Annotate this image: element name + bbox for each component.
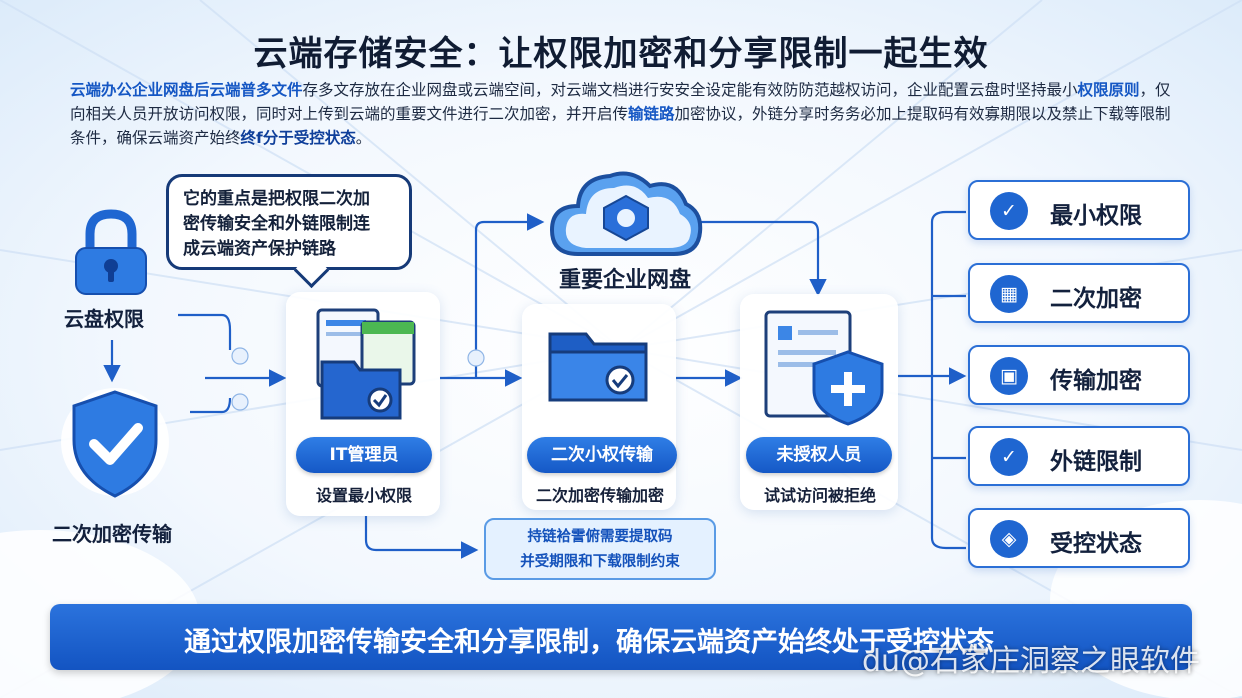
summary-banner: 通过权限加密传输安全和分享限制，确保云端资产始终处于受控状态 — [50, 604, 1192, 670]
arrow-cloud-to-unauth — [700, 220, 827, 297]
grid-lock-icon: ▦ — [990, 275, 1028, 313]
page-title: 云端存储安全：让权限加密和分享限制一起生效 — [253, 34, 989, 74]
cloud-label: 重要企业网盘 — [558, 268, 691, 293]
arrow-shield-to-flow — [190, 397, 232, 414]
list-item-label: 受控状态 — [1050, 531, 1142, 557]
folder-check-icon — [548, 332, 648, 402]
branch-to-list — [930, 210, 966, 550]
intro-paragraph: 云端办公企业网盘后云端普多文件存多文存放在企业网盘或云端空间，对云端文档进行安安… — [70, 78, 1180, 150]
intro-text: 。 — [355, 129, 372, 147]
padlock-icon — [75, 209, 147, 295]
shield-label: 二次加密传输 — [52, 522, 172, 546]
list-item-label: 传输加密 — [1050, 368, 1142, 394]
restrict-line: 持链袷霅俯需要提取码 — [527, 529, 673, 545]
intro-highlight: 云端办公企业网盘后云端普多文件 — [70, 81, 303, 99]
watermark: du@石家庄洞察之眼软件 — [862, 644, 1201, 679]
shield-check-icon — [61, 388, 169, 498]
role-sub-unauthorized: 试试访问被拒绝 — [763, 486, 876, 505]
list-item-label: 最小权限 — [1050, 203, 1142, 229]
check-circle-icon: ✓ — [990, 438, 1028, 476]
role-pill-second-transfer: 二次小权传输 — [527, 437, 677, 473]
role-pill-unauthorized: 未授权人员 — [746, 437, 892, 473]
bubble-line: 密传输安全和外链限制连 — [183, 214, 370, 234]
speech-bubble: 它的重点是把权限二次加 密传输安全和外链限制连 成云端资产保护链路 — [166, 174, 412, 270]
list-item-label: 外链限制 — [1050, 449, 1142, 475]
lock-badge-icon: ◈ — [990, 520, 1028, 558]
role-sub-it-admin: 设置最小权限 — [315, 486, 412, 505]
intro-highlight: 终f分于受控状态 — [240, 129, 356, 147]
share-restriction-box: 持链袷霅俯需要提取码 并受期限和下载限制约束 — [484, 518, 716, 580]
bubble-line: 它的重点是把权限二次加 — [183, 189, 370, 209]
restrict-line: 并受期限和下载限制约束 — [520, 554, 680, 570]
list-item-transfer-encrypt: ▣ 传输加密 — [968, 345, 1190, 405]
summary-text: 通过权限加密传输安全和分享限制，确保云端资产始终处于受控状态 — [184, 627, 994, 658]
intro-highlight: 输链路 — [628, 105, 675, 123]
list-item-controlled: ◈ 受控状态 — [968, 508, 1190, 568]
documents-folder-icon — [316, 308, 416, 420]
intro-highlight: 权限原则 — [1077, 81, 1140, 99]
list-item-second-encrypt: ▦ 二次加密 — [968, 263, 1190, 323]
card-second-transfer — [522, 304, 676, 510]
check-circle-icon: ✓ — [990, 192, 1028, 230]
role-pill-it-admin: IT管理员 — [296, 437, 432, 473]
cloud-shield-icon — [549, 171, 703, 256]
intro-text: 加密协议，外链分享时务务必加上提取码有效寡期限以及禁止下载等限制条件，确保云端资… — [70, 105, 1171, 147]
bubble-line: 成云端资产保护链路 — [183, 239, 336, 259]
intro-text: ，仅向相关人员开放访问权限，同时对上传到云端的重要文件进行二次加密，并开启传 — [70, 81, 1171, 123]
arrow-lock-to-flow — [178, 313, 232, 350]
intro-text: 存多文存放在企业网盘或云端空间，对云端文档进行安安全设定能有效防防范越权访问，企… — [302, 81, 1078, 99]
list-item-label: 二次加密 — [1050, 286, 1142, 312]
check-node-icon — [231, 393, 249, 411]
check-node-icon — [231, 347, 249, 365]
document-shield-icon — [764, 310, 884, 426]
arrow-admin-to-cloud — [474, 213, 545, 378]
check-node-icon — [467, 349, 485, 367]
list-item-min-permission: ✓ 最小权限 — [968, 180, 1190, 240]
role-sub-second-transfer: 二次加密传输加密 — [535, 486, 664, 505]
arrow-admin-to-restrict — [364, 516, 479, 559]
clipboard-icon: ▣ — [990, 357, 1028, 395]
lock-label: 云盘权限 — [64, 307, 144, 331]
list-item-link-restrict: ✓ 外链限制 — [968, 426, 1190, 486]
